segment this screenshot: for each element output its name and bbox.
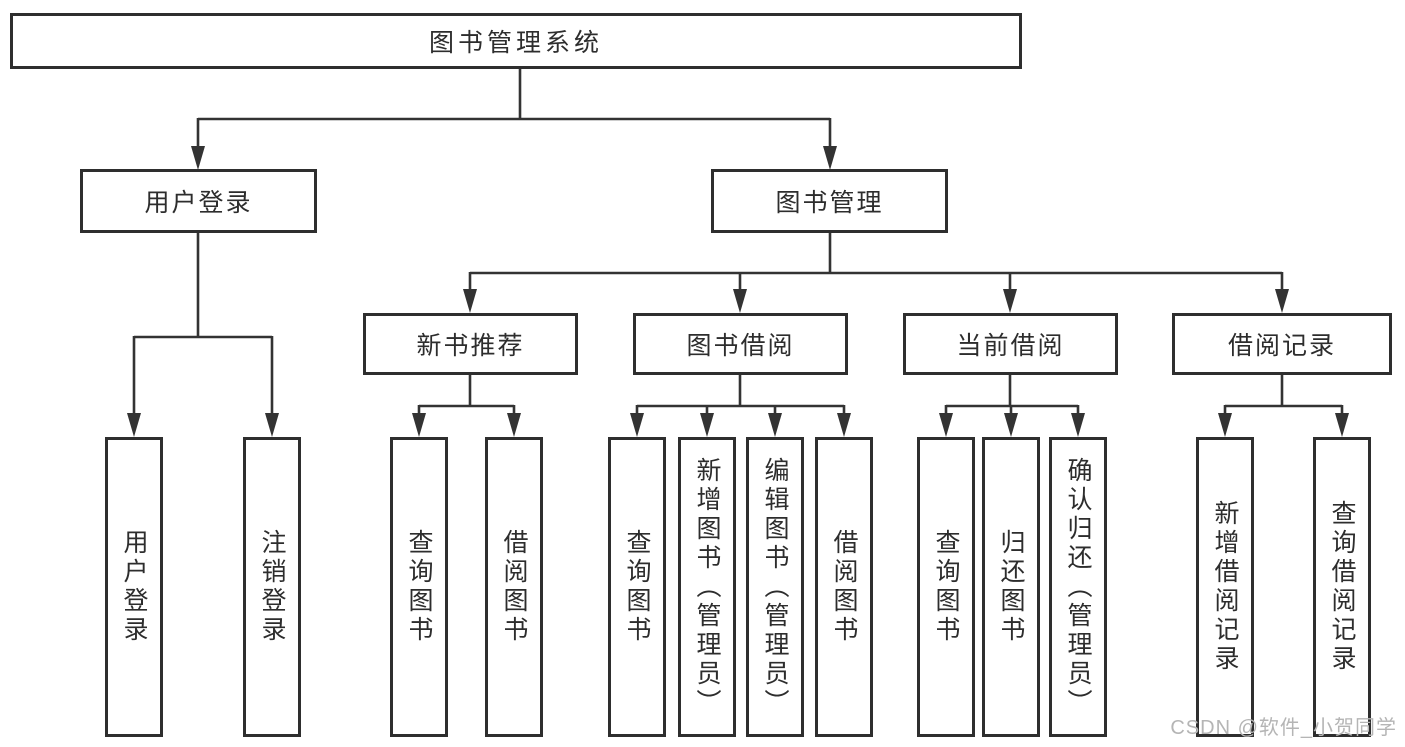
node-label: 查询借阅记录 — [1328, 500, 1356, 674]
node-label: 新增借阅记录 — [1211, 500, 1239, 674]
node-label: 确认归还（管理员） — [1064, 456, 1092, 718]
node-label: 注销登录 — [258, 529, 286, 645]
node-book-management: 图书管理 — [711, 169, 948, 233]
csdn-watermark: CSDN @软件_小贺同学 — [1170, 717, 1397, 739]
node-borrowing-records: 借阅记录 — [1172, 313, 1392, 375]
node-label: 新增图书（管理员） — [693, 456, 721, 718]
arrowheads — [127, 146, 1349, 437]
leaf-user-login: 用户登录 — [105, 437, 163, 737]
node-label: 当前借阅 — [956, 332, 1065, 360]
leaf-confirm-return-admin: 确认归还（管理员） — [1049, 437, 1107, 737]
node-label: 图书借阅 — [686, 332, 795, 360]
node-label: 编辑图书（管理员） — [761, 456, 789, 718]
leaf-query-borrow-record: 查询借阅记录 — [1313, 437, 1371, 737]
leaf-edit-book-admin: 编辑图书（管理员） — [746, 437, 804, 737]
node-label: 查询图书 — [405, 529, 433, 645]
leaf-query-books-borrow: 查询图书 — [608, 437, 666, 737]
leaf-return-books: 归还图书 — [982, 437, 1040, 737]
node-label: 借阅图书 — [830, 529, 858, 645]
node-label: 查询图书 — [932, 529, 960, 645]
node-label: 图书管理 — [775, 189, 884, 217]
node-book-borrowing: 图书借阅 — [633, 313, 848, 375]
node-current-borrowing: 当前借阅 — [903, 313, 1118, 375]
node-label: 借阅记录 — [1227, 332, 1336, 360]
leaf-query-books-current: 查询图书 — [917, 437, 975, 737]
leaf-add-book-admin: 新增图书（管理员） — [678, 437, 736, 737]
node-label: 用户登录 — [144, 189, 253, 217]
node-label: 新书推荐 — [416, 332, 525, 360]
leaf-borrow-books-recommend: 借阅图书 — [485, 437, 543, 737]
node-user-login: 用户登录 — [80, 169, 317, 233]
node-label: 图书管理系统 — [428, 29, 603, 57]
leaf-add-borrow-record: 新增借阅记录 — [1196, 437, 1254, 737]
node-label: 用户登录 — [120, 529, 148, 645]
node-label: 归还图书 — [997, 529, 1025, 645]
node-label: 借阅图书 — [500, 529, 528, 645]
node-new-book-recommendation: 新书推荐 — [363, 313, 578, 375]
node-library-management-system: 图书管理系统 — [10, 13, 1022, 69]
leaf-query-books-recommend: 查询图书 — [390, 437, 448, 737]
node-label: 查询图书 — [623, 529, 651, 645]
leaf-logout: 注销登录 — [243, 437, 301, 737]
leaf-borrow-books-borrow: 借阅图书 — [815, 437, 873, 737]
